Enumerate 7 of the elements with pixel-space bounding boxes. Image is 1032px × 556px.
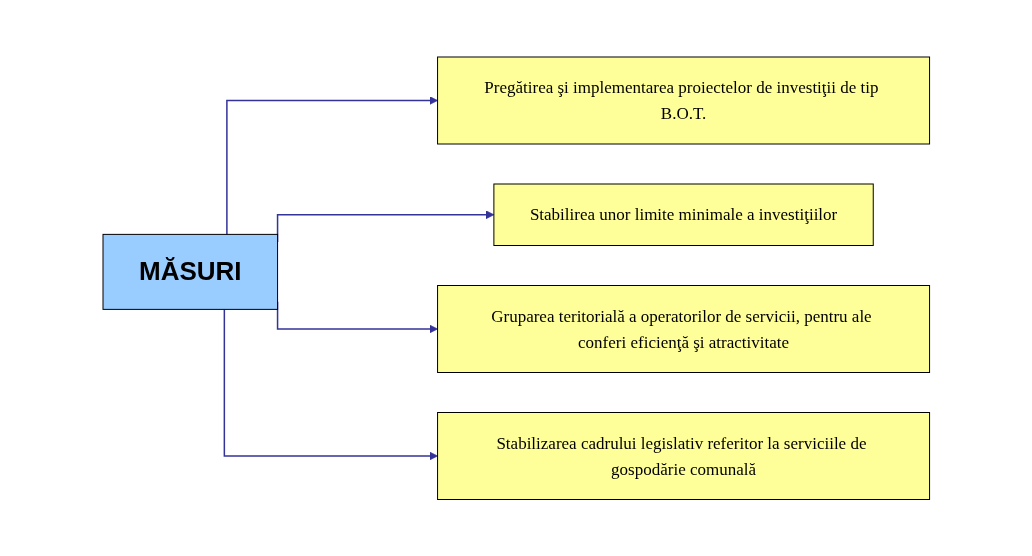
node-box: Gruparea teritorială a operatorilor de servicii, pentru ale conferi eficienţă şi atractivitate (436, 284, 930, 373)
arrow (225, 95, 438, 235)
node-box: Stabilirea unor limite minimale a investiţiilor (493, 183, 874, 246)
arrow (223, 308, 438, 461)
node-box: Pregătirea şi implementarea proiectelor de investiţii de tip B.O.T. (436, 56, 930, 145)
node-box: MĂSURI (102, 233, 278, 310)
node-box: Stabilizarea cadrului legislativ referitor la serviciile de gospodărie comunală (436, 411, 930, 500)
